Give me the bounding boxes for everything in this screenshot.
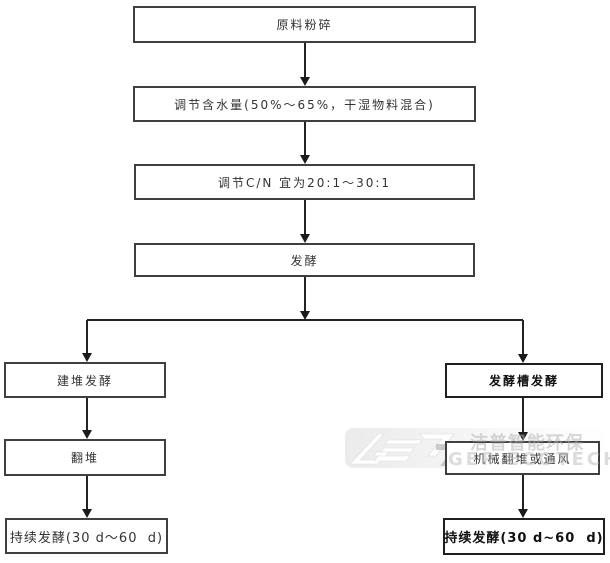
gep-logo-watermark-icon: [349, 433, 455, 465]
flow-node-continuous-fermentation-left: 持续发酵(30 d～60 d): [5, 518, 168, 554]
flow-node-continuous-fermentation-right: 持续发酵(30 d~60 d): [443, 518, 605, 555]
flow-node-raw-material-crushing: 原料粉碎: [133, 6, 476, 43]
flow-node-adjust-cn-ratio: 调节C/N 宜为20:1～30:1: [134, 164, 475, 200]
flow-node-mechanical-turning-or-ventilation: 机械翻堆或通风: [445, 441, 600, 475]
flow-node-fermentation: 发酵: [134, 243, 475, 277]
watermark-text-cn: 洁普智能环保: [470, 433, 584, 454]
flow-node-turning: 翻堆: [4, 439, 166, 476]
watermark-text-en: GEP ECOTECH: [448, 449, 610, 470]
flow-node-trough-fermentation: 发酵槽发酵: [445, 363, 603, 398]
flow-node-adjust-moisture: 调节含水量(50%～65%，干湿物料混合): [133, 86, 476, 122]
flow-node-pile-fermentation: 建堆发酵: [4, 362, 166, 398]
